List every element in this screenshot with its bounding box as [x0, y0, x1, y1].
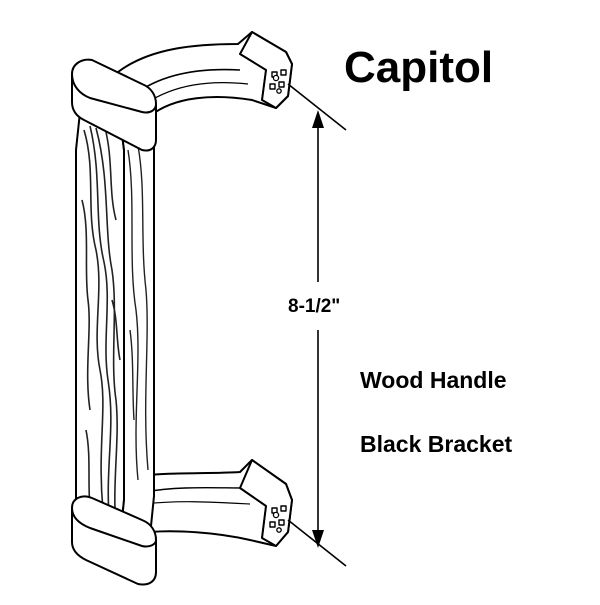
dimension-label: 8-1/2" [288, 296, 340, 317]
top-end-cap [71, 58, 157, 152]
handle-material-label: Wood Handle [360, 367, 507, 393]
wood-grain [81, 123, 121, 531]
bottom-end-cap [71, 495, 157, 586]
bracket-finish-label: Black Bracket [360, 431, 512, 457]
dimension-indicator [287, 83, 347, 567]
product-title: Capitol [344, 43, 493, 92]
bottom-bracket [139, 459, 293, 547]
upper-extension-line [287, 83, 347, 131]
wood-handle-bar [75, 111, 155, 541]
top-bracket [117, 31, 293, 117]
arrowhead-down-icon [312, 530, 324, 548]
arrowhead-up-icon [312, 110, 324, 128]
